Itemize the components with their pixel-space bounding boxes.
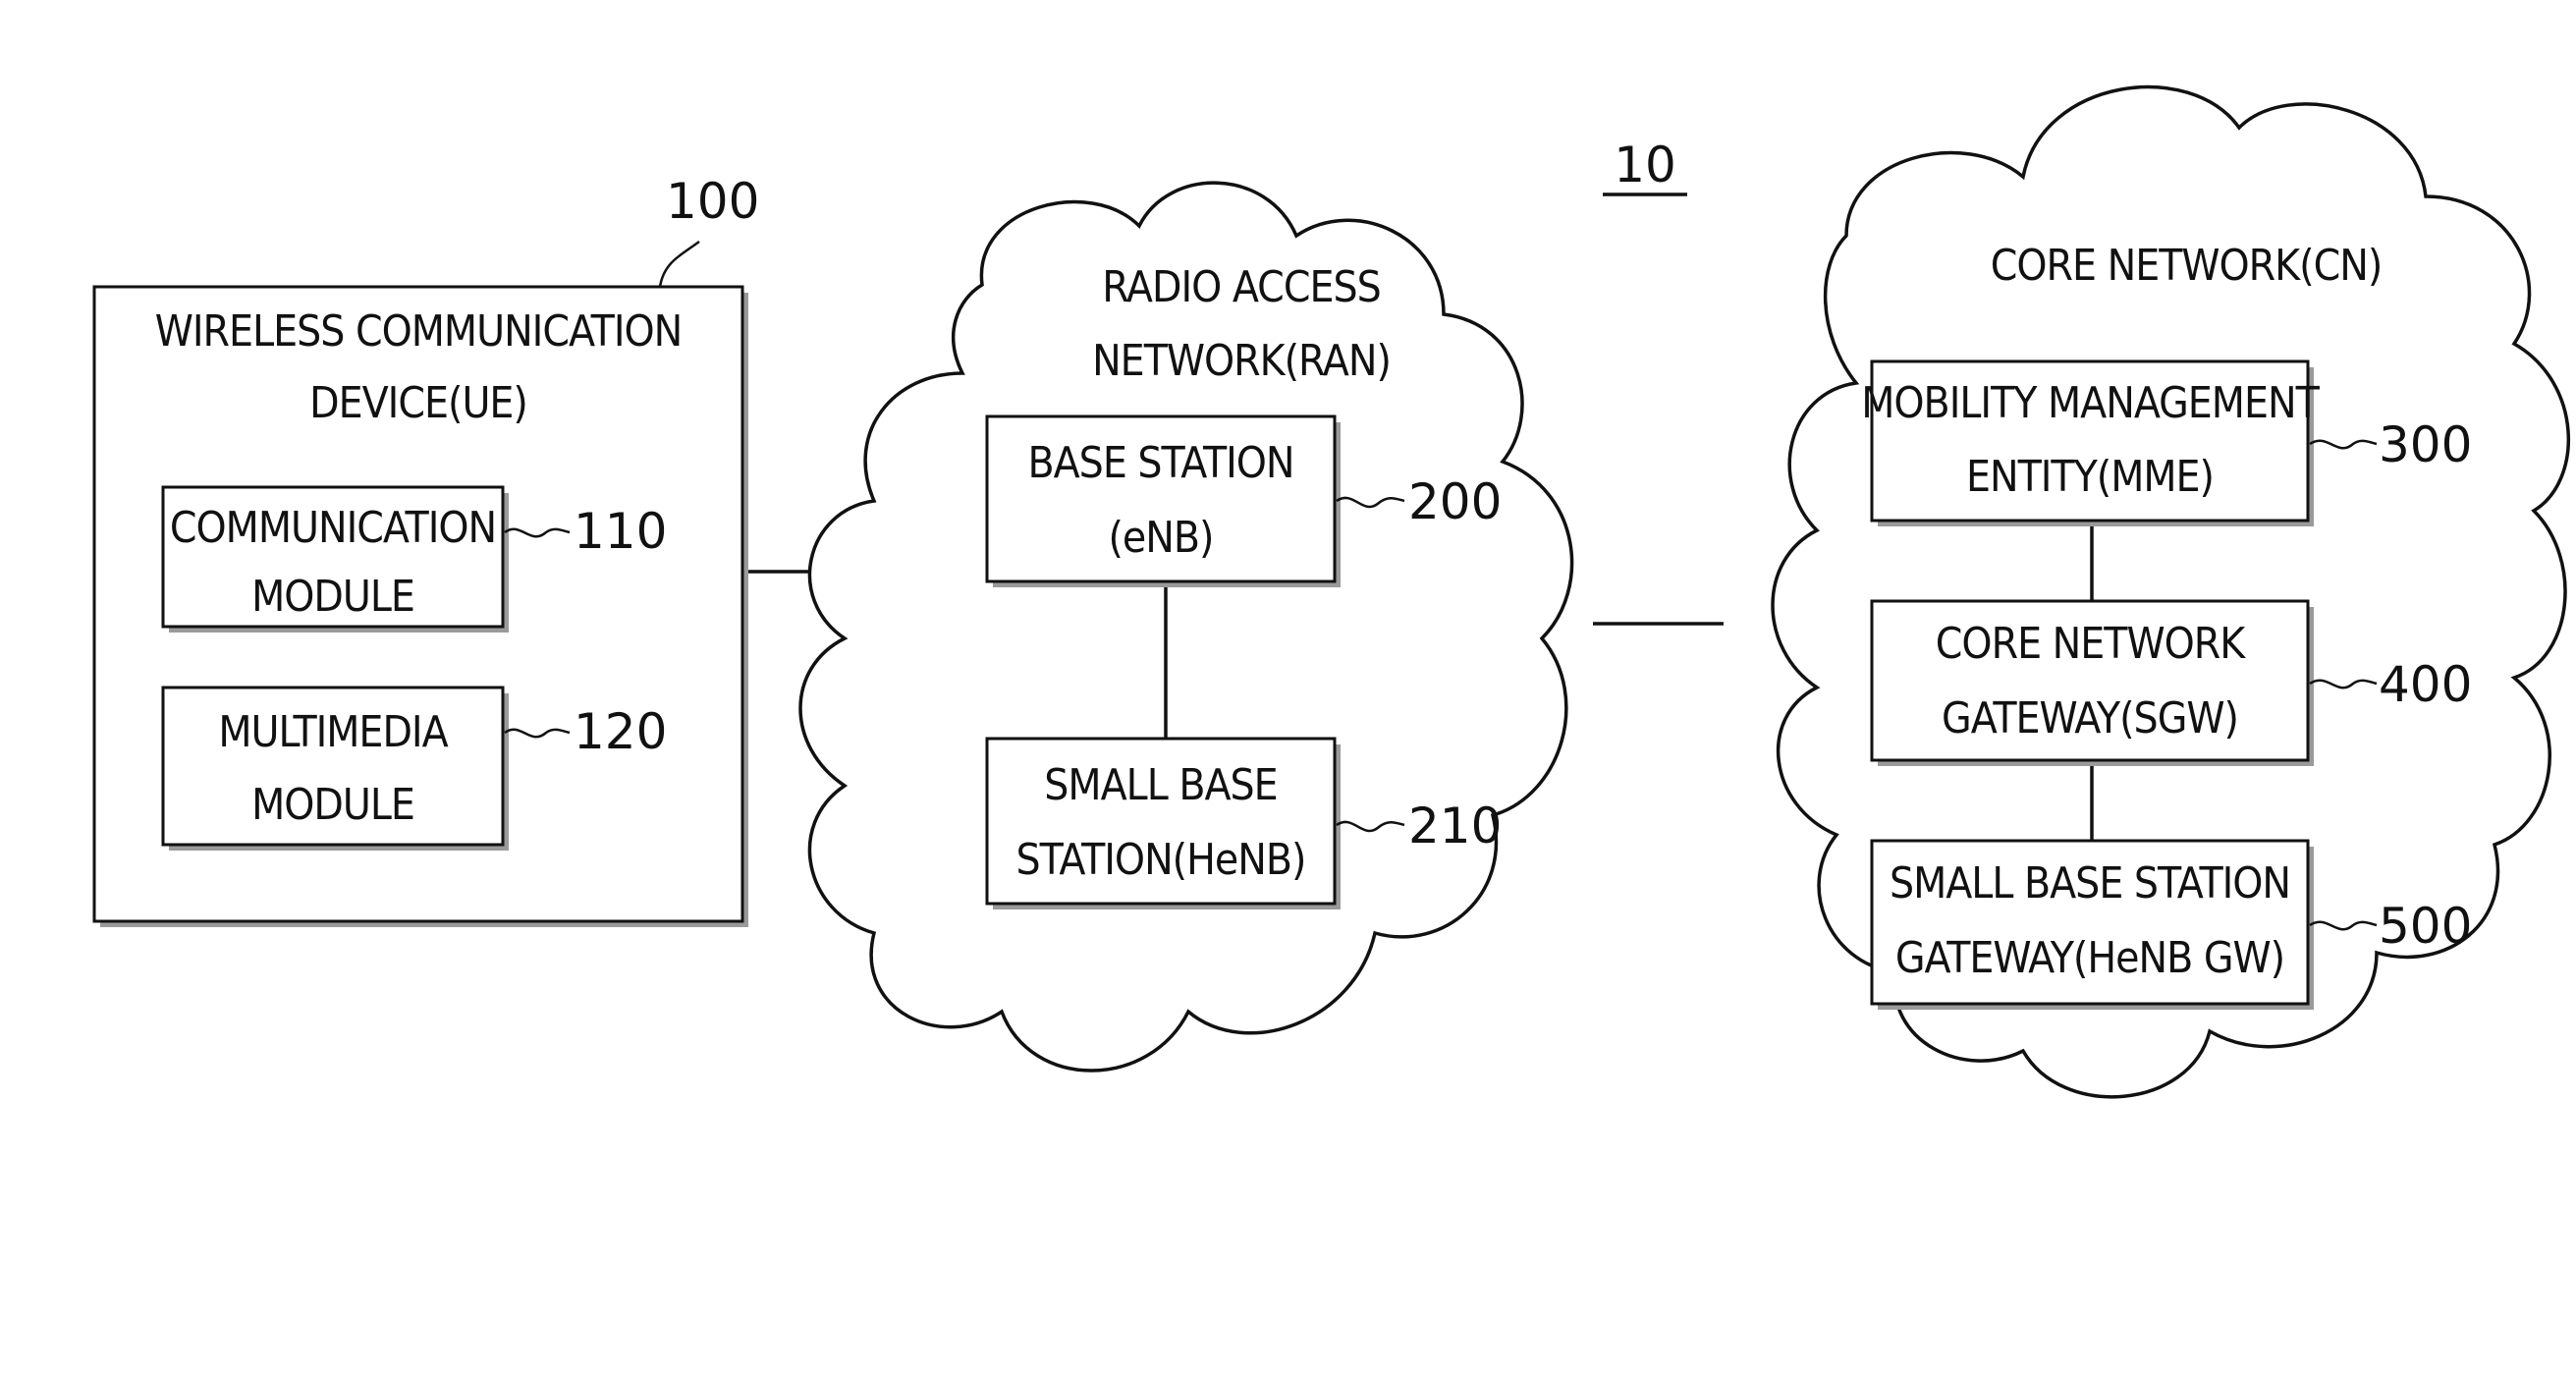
ran-title-line1: RADIO ACCESS: [1102, 262, 1381, 312]
cn-title: CORE NETWORK(CN): [1991, 241, 2383, 291]
mm-module-ref: 120: [574, 703, 667, 760]
ue-title-line1: WIRELESS COMMUNICATION: [155, 306, 683, 357]
small-bs-line2: STATION(HeNB): [1016, 835, 1306, 885]
system-ref-label: 10: [1614, 137, 1676, 193]
henb-gw-line1: SMALL BASE STATION: [1890, 858, 2290, 908]
base-station-ref: 200: [1408, 473, 1502, 530]
ue-ref-leader: [660, 242, 699, 287]
small-bs-ref: 210: [1408, 798, 1502, 854]
mme-line2: ENTITY(MME): [1966, 452, 2214, 502]
henb-gw-ref: 500: [2379, 898, 2472, 955]
ran-cloud-outline: [800, 183, 1572, 1071]
comm-module-line1: COMMUNICATION: [170, 503, 496, 553]
ue-ref: 100: [666, 173, 759, 230]
sgw-line2: GATEWAY(SGW): [1942, 693, 2238, 743]
sgw-ref: 400: [2379, 656, 2472, 713]
sgw-line1: CORE NETWORK: [1936, 619, 2246, 669]
henb-gw-line2: GATEWAY(HeNB GW): [1895, 933, 2284, 983]
ue-title-line2: DEVICE(UE): [309, 378, 527, 428]
mm-module-line2: MODULE: [251, 780, 414, 830]
mme-ref: 300: [2379, 416, 2472, 473]
small-bs-line1: SMALL BASE: [1044, 760, 1277, 810]
comm-module-line2: MODULE: [251, 572, 414, 622]
base-station-line1: BASE STATION: [1027, 438, 1293, 488]
ue-device: WIRELESS COMMUNICATION DEVICE(UE) 100 CO…: [94, 173, 759, 927]
comm-module-ref: 110: [574, 503, 667, 560]
mme-line1: MOBILITY MANAGEMENT: [1861, 378, 2320, 428]
system-reference: 10: [1603, 137, 1687, 194]
ran-cloud: RADIO ACCESS NETWORK(RAN) BASE STATION (…: [800, 183, 1572, 1071]
mm-module-line1: MULTIMEDIA: [218, 707, 448, 757]
ran-title-line2: NETWORK(RAN): [1092, 336, 1391, 386]
base-station-line2: (eNB): [1108, 513, 1213, 563]
cn-cloud: CORE NETWORK(CN) MOBILITY MANAGEMENT ENT…: [1773, 87, 2568, 1097]
